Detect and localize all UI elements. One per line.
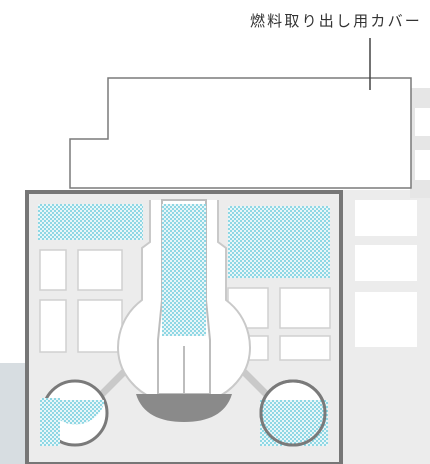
reactor-building [25,190,343,464]
equipment-storage-pool [228,206,330,278]
vent-pipe-right [241,369,271,399]
vent-pipe-left [97,369,127,399]
suppression-water-left [46,400,104,425]
adjacent-building [342,88,430,464]
fuel-removal-cover [69,77,412,189]
fuel-removal-cover-label: 燃料取り出し用カバー [249,12,422,30]
vessel-bottom [136,394,232,422]
spent-fuel-pool [38,204,143,240]
reactor-well-water [162,204,206,336]
